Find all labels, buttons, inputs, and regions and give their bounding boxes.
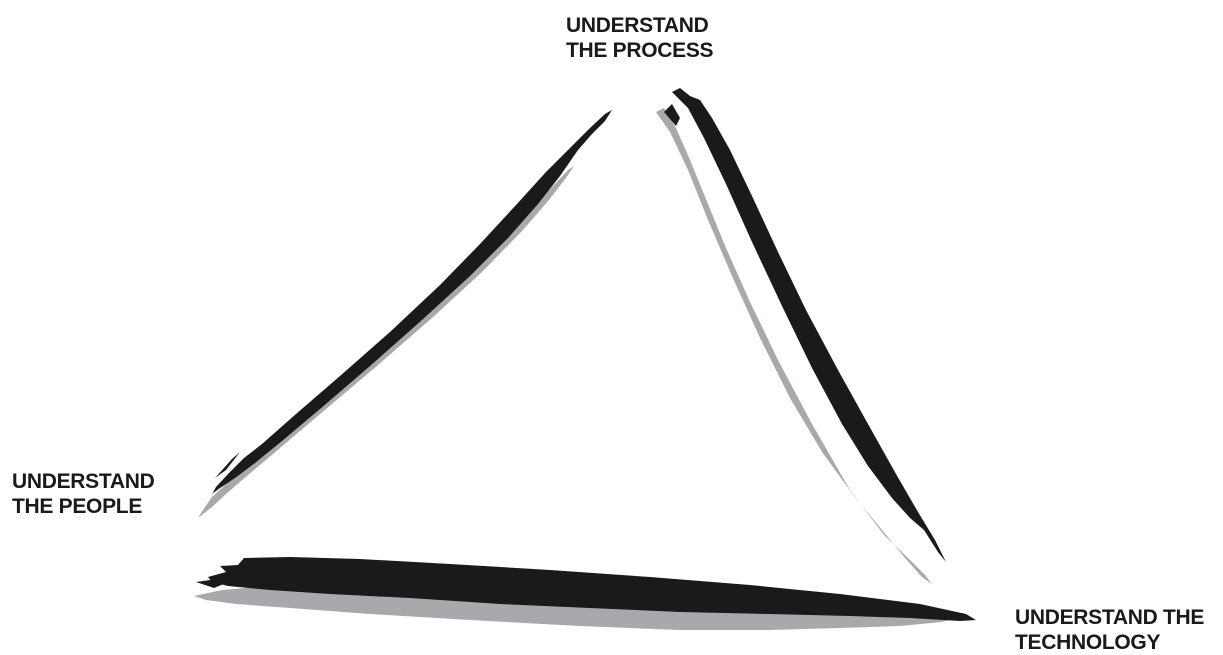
node-people-label: UNDERSTAND THE PEOPLE (12, 469, 154, 519)
edge-people-process-stroke (210, 110, 612, 498)
edge-people-technology (194, 557, 976, 630)
edge-process-technology-shadow (656, 108, 932, 584)
node-process-label: UNDERSTAND THE PROCESS (566, 13, 713, 63)
node-technology-label-line1: UNDERSTAND THE (1015, 605, 1204, 630)
node-people-label-line1: UNDERSTAND (12, 469, 154, 494)
node-technology-label-line2: TECHNOLOGY (1015, 630, 1204, 655)
node-process-label-line2: THE PROCESS (566, 38, 713, 63)
node-people-label-line2: THE PEOPLE (12, 494, 154, 519)
edge-process-technology (656, 88, 946, 584)
node-technology-label: UNDERSTAND THE TECHNOLOGY (1015, 605, 1204, 655)
node-process-label-line1: UNDERSTAND (566, 13, 713, 38)
edge-people-process (198, 110, 612, 518)
edge-process-technology-stroke (672, 88, 946, 562)
